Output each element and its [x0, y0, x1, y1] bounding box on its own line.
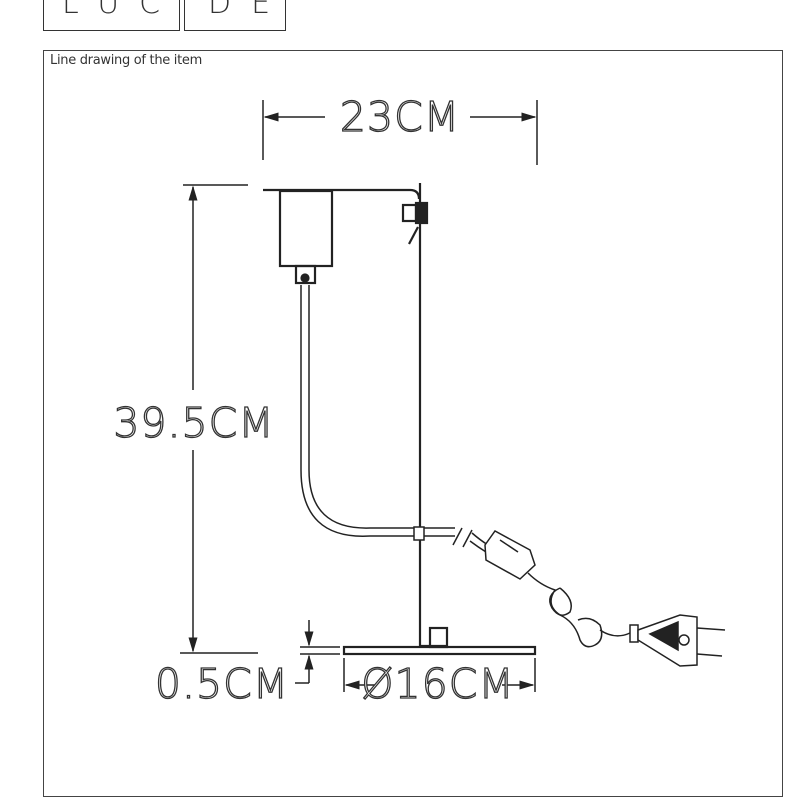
power-cord [300, 285, 726, 667]
drawing-frame [43, 50, 783, 797]
width-dimension-label: 23CM [340, 93, 460, 141]
height-dimension-lines [180, 184, 258, 654]
base-diameter-label: Ø16CM [361, 660, 514, 708]
logo-right-letters: DE [208, 0, 291, 21]
width-dimension-lines [262, 100, 538, 165]
logo-left-letters: LUC [62, 0, 181, 21]
base-thickness-label: 0.5CM [155, 660, 289, 708]
lamp-body [263, 183, 537, 656]
logo-box-left [43, 0, 180, 31]
drawing-caption: Line drawing of the item [50, 53, 202, 68]
logo-box-right [184, 0, 286, 31]
diameter-dimension-lines [343, 658, 536, 692]
height-dimension-label: 39.5CM [113, 399, 274, 447]
thickness-dimension-lines [295, 620, 340, 684]
